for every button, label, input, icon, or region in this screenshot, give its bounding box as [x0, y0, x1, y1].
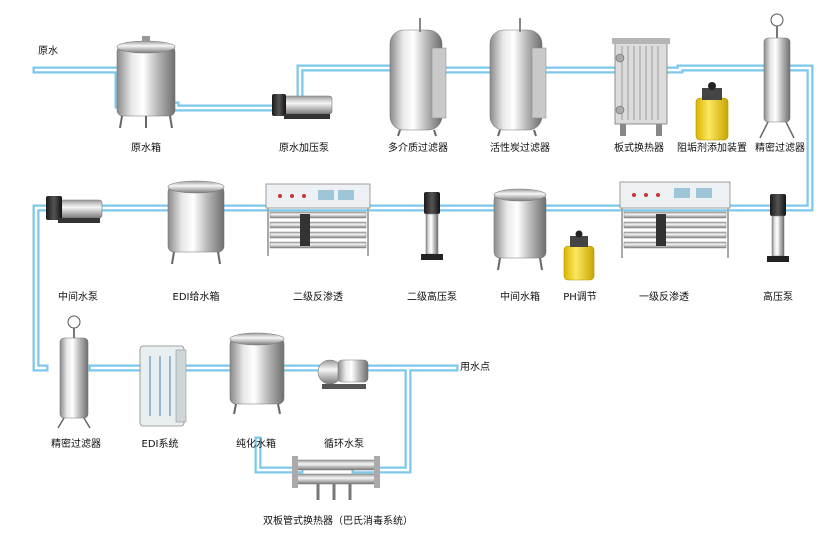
precision-filter-1	[759, 13, 795, 139]
pipe-row2	[32, 204, 724, 372]
label-primary-ro: 一级反渗透	[639, 292, 689, 303]
double-tube-heat-exchanger	[292, 456, 380, 500]
precision-filter-2	[57, 315, 91, 429]
hp-pump	[767, 194, 789, 262]
label-intermediate-tank: 中间水箱	[500, 292, 540, 303]
secondary-hp-pump	[421, 192, 443, 260]
multimedia-filter	[389, 18, 447, 137]
label-ph-adjust: PH调节	[563, 292, 597, 303]
intermediate-pump	[46, 196, 103, 223]
label-point-of-use: 用水点	[460, 362, 490, 373]
label-hp-pump: 高压泵	[763, 292, 793, 303]
label-intermediate-pump: 中间水泵	[58, 292, 98, 303]
label-pure-water-tank: 纯化水箱	[236, 439, 276, 450]
label-secondary-ro: 二级反渗透	[293, 292, 343, 303]
label-raw-water-booster-pump: 原水加压泵	[279, 143, 329, 154]
label-circulation-pump: 循环水泵	[324, 439, 364, 450]
raw-water-booster-pump	[272, 94, 333, 119]
primary-ro-unit	[619, 181, 731, 258]
label-precision-filter-1: 精密过滤器	[755, 143, 805, 154]
edi-feed-tank	[167, 180, 225, 265]
label-edi-feed-tank: EDI给水箱	[172, 292, 220, 303]
edi-system-unit	[139, 345, 187, 427]
pipe-return-right	[351, 364, 412, 474]
label-edi-system: EDI系统	[141, 439, 179, 450]
label-precision-filter-2: 精密过滤器	[51, 439, 101, 450]
pure-water-tank	[229, 332, 285, 415]
label-multimedia-filter: 多介质过滤器	[388, 143, 448, 154]
antiscalant-dosing-unit	[695, 82, 729, 141]
label-plate-heat-exchanger: 板式换热器	[614, 143, 664, 154]
intermediate-tank	[493, 188, 547, 271]
activated-carbon-filter	[489, 18, 547, 137]
plate-heat-exchanger	[612, 38, 670, 136]
label-double-tube-heat-exchanger: 双板管式换热器（巴氏消毒系统）	[263, 516, 413, 527]
secondary-ro-unit	[265, 183, 371, 256]
label-raw-water: 原水	[38, 46, 58, 57]
label-raw-water-tank: 原水箱	[131, 143, 161, 154]
raw-water-tank	[116, 36, 176, 129]
label-activated-carbon-filter: 活性炭过滤器	[490, 143, 550, 154]
ph-dosing-unit	[563, 230, 595, 281]
label-antiscalant-dosing: 阻垢剂添加装置	[677, 143, 747, 154]
circulation-pump	[317, 359, 369, 389]
label-secondary-hp-pump: 二级高压泵	[407, 292, 457, 303]
